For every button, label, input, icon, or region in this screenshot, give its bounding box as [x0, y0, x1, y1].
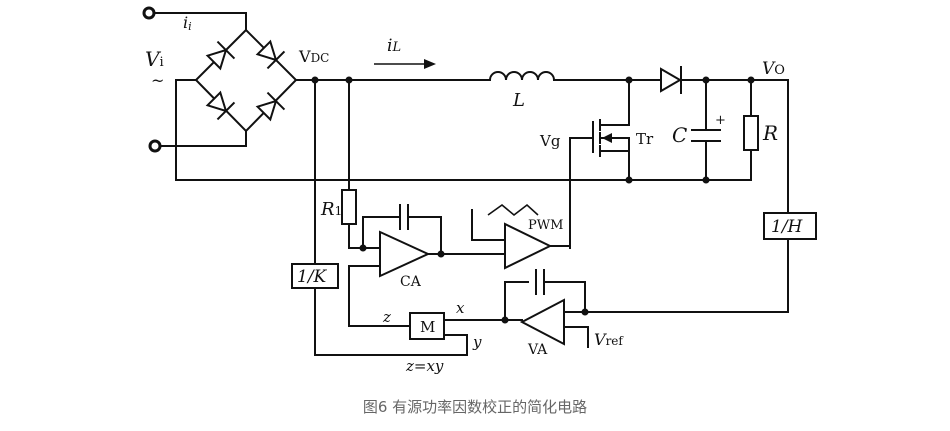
wire-feedback-h [579, 239, 789, 313]
output-diode-icon [660, 66, 682, 94]
label-vdc: VDC [298, 47, 329, 66]
sawtooth-icon [487, 203, 539, 217]
label-feedback-h: 1/H [771, 217, 804, 237]
label-output-voltage: VO [762, 59, 785, 79]
feedback-h-block [763, 212, 817, 240]
label-mult-y: y [472, 333, 482, 351]
label-vref: Vref [594, 330, 624, 349]
label-voltage-amp: VA [527, 342, 548, 358]
label-mult-z: z [382, 308, 391, 326]
voltage-amplifier-va [504, 269, 589, 348]
wire-1k-to-multiplier [314, 287, 468, 356]
label-transistor: Tr [636, 130, 654, 148]
bridge-diode-1 [205, 40, 236, 71]
input-terminal-top [142, 6, 156, 20]
label-sense-resistor: R1 [320, 199, 342, 220]
label-mult-x: x [456, 299, 465, 317]
label-pwm: PWM [528, 218, 563, 233]
bridge-diode-4 [255, 91, 286, 122]
junction-dots [311, 76, 755, 324]
wire-input-top [153, 12, 247, 31]
label-inductor: L [512, 90, 525, 111]
input-terminal-bottom [148, 139, 162, 153]
current-amplifier-ca [348, 204, 506, 327]
wire-bridge-left-return [175, 79, 751, 181]
label-multiplier: M [420, 318, 435, 336]
label-current-amp: CA [400, 274, 422, 290]
label-inductor-current: iL [387, 36, 401, 56]
multiplier-block [409, 312, 445, 340]
wire-input-bottom [159, 130, 247, 147]
label-feedforward-k: 1/K [297, 267, 328, 287]
label-capacitor-polarity: + [715, 113, 726, 128]
inductor-icon [488, 71, 556, 82]
mosfet-tr-icon [569, 79, 630, 249]
label-input-voltage: Vi [145, 47, 164, 71]
figure-caption: 图6 有源功率因数校正的简化电路 [362, 398, 588, 416]
inductor-current-arrow [374, 59, 436, 69]
diode-bridge [194, 28, 298, 133]
load-resistor-icon [743, 79, 759, 181]
pwm-comparator [471, 203, 571, 270]
label-mult-equation: z=xy [405, 357, 444, 375]
bridge-diode-3 [205, 90, 236, 121]
output-capacitor-icon [691, 79, 721, 181]
label-input-current: ii [183, 13, 192, 33]
sense-resistor-r1-icon [341, 189, 381, 249]
wire-output-rail [680, 79, 789, 241]
label-gate-voltage: Vg [539, 132, 561, 150]
bridge-diode-2 [255, 39, 286, 70]
label-ac-symbol: ~ [151, 71, 164, 90]
label-load-resistor: R [762, 121, 778, 145]
label-capacitor: C [672, 123, 687, 147]
